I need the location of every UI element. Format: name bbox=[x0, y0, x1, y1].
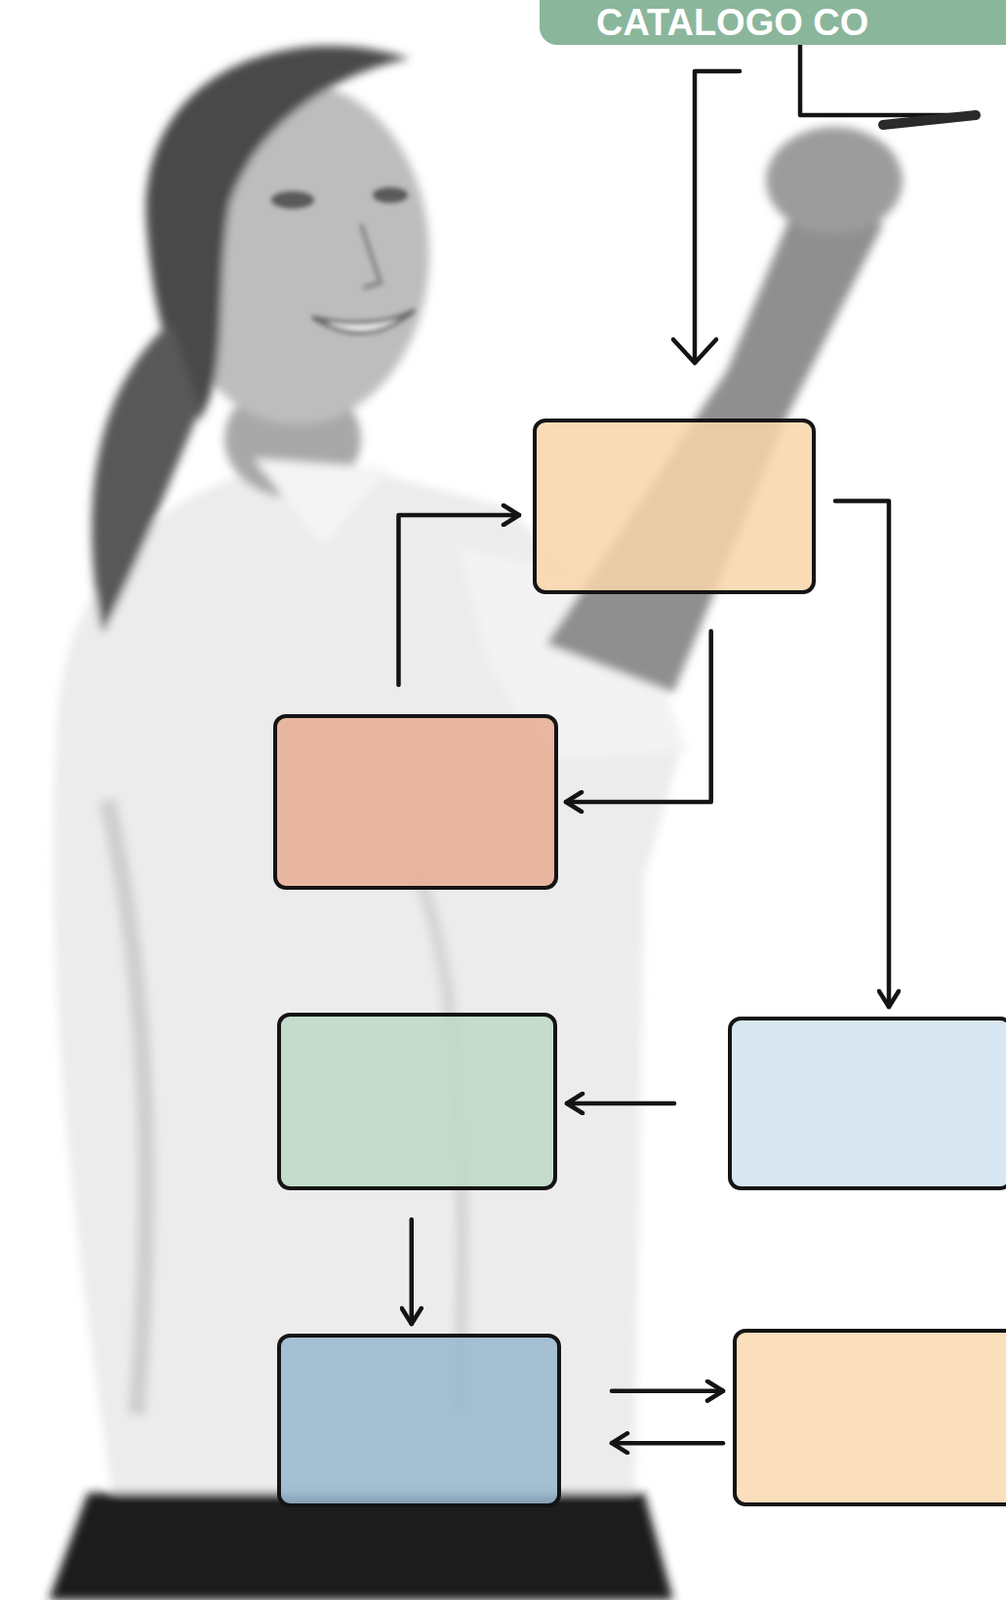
banner-leader bbox=[800, 42, 976, 116]
process-box bbox=[277, 1333, 562, 1508]
entry-arrowhead bbox=[673, 339, 717, 363]
process-box bbox=[273, 714, 559, 890]
marker-pen bbox=[883, 115, 976, 125]
process-box bbox=[532, 418, 816, 595]
process-box bbox=[732, 1328, 1006, 1507]
face-features bbox=[271, 187, 415, 333]
flow-arrow bbox=[835, 501, 889, 1007]
flow-arrow bbox=[565, 631, 712, 803]
entry-line bbox=[694, 71, 740, 362]
title-text: CATALOGO CO bbox=[596, 0, 869, 45]
title-banner: CATALOGO CO bbox=[539, 0, 1006, 45]
flow-arrow bbox=[398, 515, 520, 685]
process-box bbox=[727, 1016, 1006, 1191]
flow-arrow bbox=[566, 1101, 675, 1107]
flow-arrow bbox=[611, 1388, 724, 1394]
flow-arrow bbox=[409, 1219, 415, 1325]
process-box bbox=[277, 1012, 558, 1191]
leader-lines bbox=[673, 42, 976, 363]
flow-arrow bbox=[611, 1441, 724, 1447]
